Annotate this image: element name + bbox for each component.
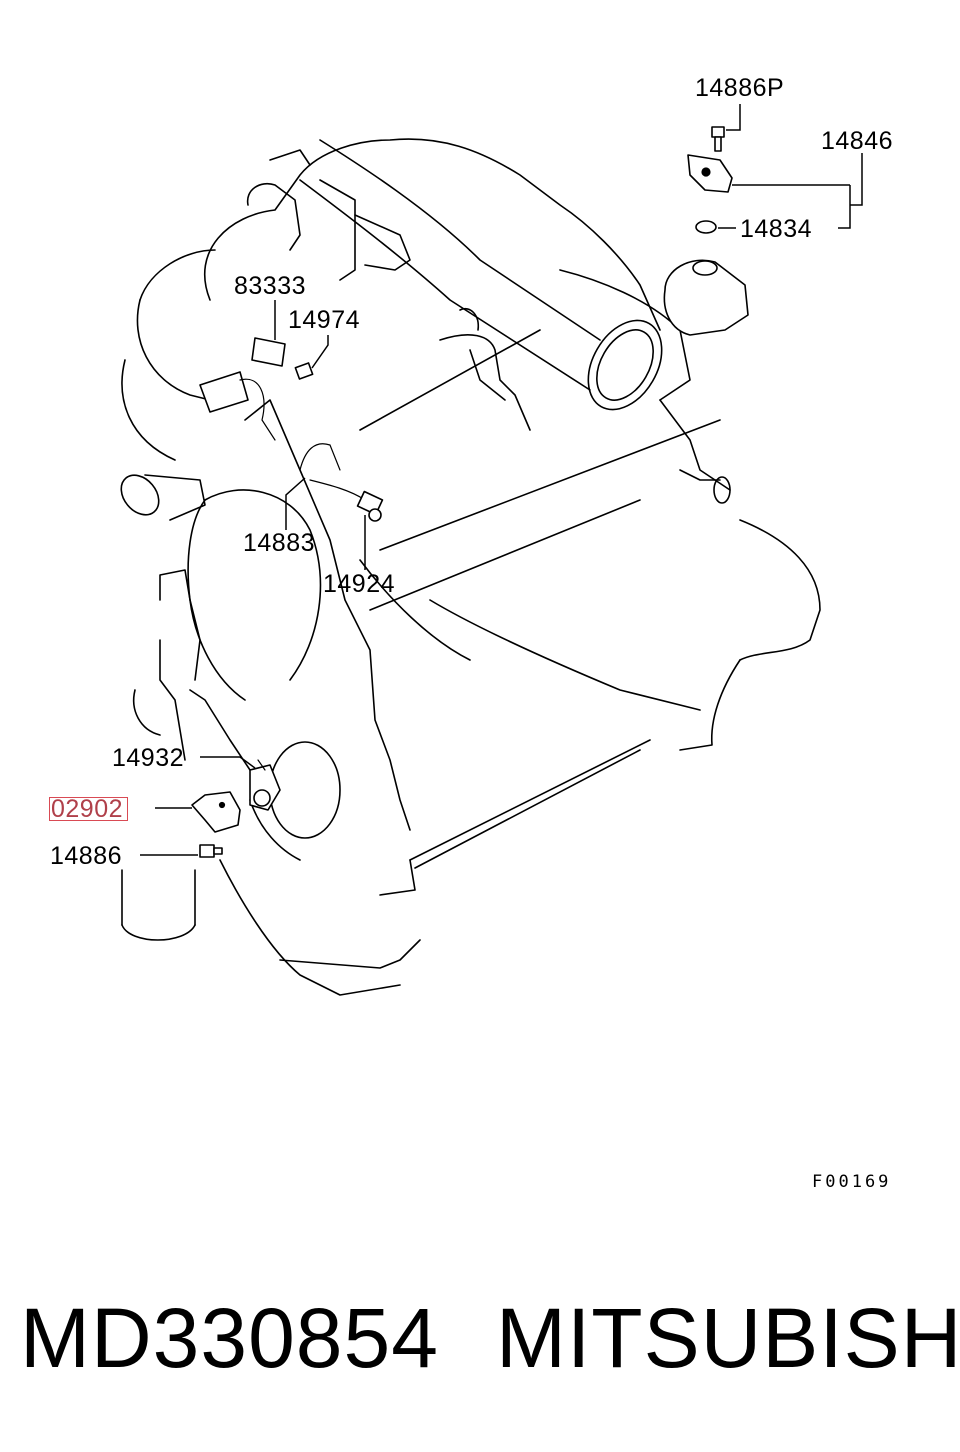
caption-part-number: MD330854 xyxy=(20,1291,439,1385)
bracket-83333-icon xyxy=(199,337,286,441)
parts-group xyxy=(191,126,749,858)
o-ring-icon xyxy=(695,220,717,234)
callout-14924: 14924 xyxy=(323,570,396,598)
bolt-14886p-icon xyxy=(711,126,725,152)
figure-code: F00169 xyxy=(812,1172,892,1192)
engine-block xyxy=(120,138,821,996)
callout-14883: 14883 xyxy=(243,529,316,557)
crank-sensor-icon xyxy=(249,759,281,811)
caption-brand: MITSUBISHI xyxy=(496,1291,960,1385)
sensor-housing-icon xyxy=(663,259,749,336)
callout-02902-highlighted[interactable]: 02902 xyxy=(49,797,129,822)
cam-position-sensor-icon xyxy=(687,154,733,193)
oil-pressure-sensor-icon xyxy=(299,443,384,522)
callout-14974: 14974 xyxy=(288,306,361,334)
callout-14932: 14932 xyxy=(112,744,185,772)
bolt-14974-icon xyxy=(294,362,314,380)
callout-14834: 14834 xyxy=(740,215,813,243)
callout-83333: 83333 xyxy=(234,272,307,300)
bolt-14886-icon xyxy=(199,844,223,858)
callout-14846: 14846 xyxy=(821,127,894,155)
callout-14886p: 14886P xyxy=(695,74,785,102)
callout-14886: 14886 xyxy=(50,842,123,870)
bracket-02902-icon xyxy=(191,791,241,833)
leader-lines xyxy=(140,104,863,856)
